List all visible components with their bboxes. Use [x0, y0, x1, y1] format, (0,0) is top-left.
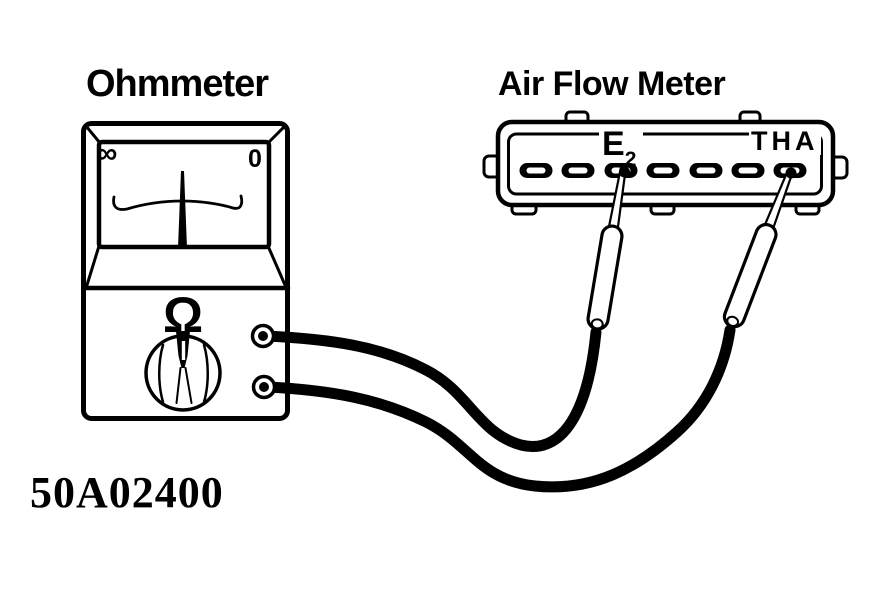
knob-pointer-highlight	[181, 341, 186, 360]
test-lead-bottom	[261, 324, 736, 493]
terminal-label-e2: E2	[599, 125, 644, 170]
scale-infinity-symbol: ∞	[96, 137, 118, 170]
probe-left	[586, 166, 627, 331]
test-leads	[260, 324, 736, 493]
ohmmeter-terminals	[250, 323, 277, 400]
bevel-lines	[84, 124, 287, 287]
connector-pin-slot	[526, 167, 546, 174]
probe-right-handle	[722, 222, 778, 329]
terminal-label-e2-letter: E	[602, 125, 625, 163]
test-lead-top	[260, 326, 602, 452]
probe-right	[722, 168, 795, 329]
figure-id: 50A02400	[30, 468, 224, 517]
terminal-jack-bottom-hole	[259, 382, 269, 392]
terminal-label-tha: THA	[749, 126, 821, 156]
connector-inner-face	[507, 132, 823, 196]
probe-tip-contact-tha	[785, 167, 797, 179]
terminal-label-e2-subscript: 2	[624, 148, 637, 171]
scale-zero-symbol: 0	[248, 145, 262, 173]
probe-right-ferrule	[726, 315, 740, 328]
connector-pin-slot	[568, 167, 588, 174]
knob-grip-lines	[158, 343, 209, 404]
probe-left-ferrule	[590, 318, 604, 330]
air-flow-meter-label: Air Flow Meter	[498, 65, 726, 103]
ohmmeter-label: Ohmmeter	[86, 63, 269, 105]
probe-tip-contact-e2	[619, 166, 630, 178]
connector-pin-slot	[653, 167, 673, 174]
terminal-jack-top-hole	[258, 331, 268, 341]
knob-pointer-lower	[175, 367, 193, 404]
meter-needle	[178, 171, 187, 248]
connector-pin-slot	[696, 167, 716, 174]
ohmmeter	[81, 121, 291, 421]
ohm-mode-symbol: Ω	[163, 287, 204, 343]
probe-left-handle	[586, 224, 624, 331]
connector-pin-slot	[738, 167, 758, 174]
